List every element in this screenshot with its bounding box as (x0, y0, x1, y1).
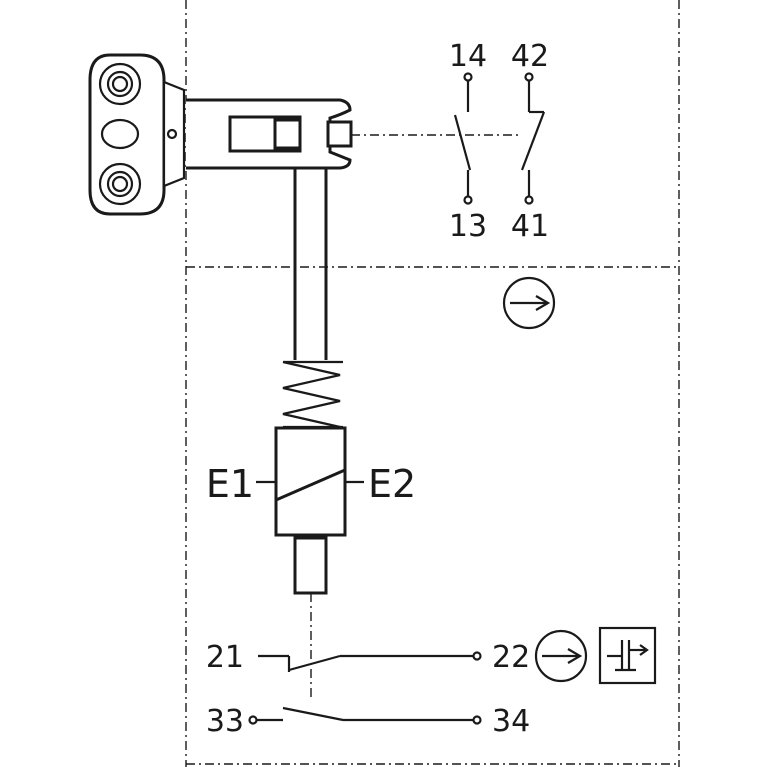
terminal-14-label: 14 (449, 39, 487, 74)
lower-contact-33-34 (248, 706, 482, 725)
release-function-icon (598, 626, 657, 685)
terminal-34-label: 34 (492, 704, 530, 739)
coil-e2-label: E2 (368, 462, 416, 506)
upper-contact-nc (520, 72, 546, 205)
terminal-33-label: 33 (206, 704, 244, 739)
coil-e1-label: E1 (206, 462, 254, 506)
solenoid-coil (256, 426, 364, 537)
spring (282, 360, 343, 429)
plunger-arm (186, 98, 353, 360)
lower-contact-21-22 (258, 651, 482, 672)
actuator-head (88, 53, 186, 216)
terminal-13-label: 13 (449, 209, 487, 244)
terminal-42-label: 42 (511, 39, 549, 74)
arrow-circle-icon (502, 276, 556, 330)
terminal-21-label: 21 (206, 640, 244, 675)
terminal-41-label: 41 (511, 209, 549, 244)
lower-plunger (293, 536, 328, 700)
terminal-22-label: 22 (492, 640, 530, 675)
upper-contact-no (453, 72, 473, 205)
arrow-circle-icon (534, 629, 588, 683)
